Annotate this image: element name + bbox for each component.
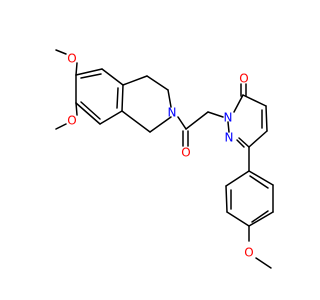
atom-labels: O O N O N N O O: [67, 52, 253, 260]
bond: [255, 257, 272, 269]
atom-label-oxygen: O: [67, 114, 76, 128]
atom-label-oxygen: O: [181, 146, 190, 160]
bond: [207, 111, 224, 118]
bond: [225, 185, 228, 213]
bond: [55, 49, 67, 55]
bond: [177, 116, 187, 130]
bond: [226, 211, 250, 227]
bond: [80, 101, 101, 120]
bond: [265, 105, 268, 132]
bond: [248, 170, 274, 186]
bond: [75, 102, 101, 125]
bond: [236, 139, 245, 148]
bond: [249, 175, 269, 189]
bond: [80, 73, 102, 79]
bond: [75, 62, 78, 76]
bond: [233, 94, 244, 113]
atom-label-oxygen: O: [244, 246, 253, 260]
bond: [116, 87, 119, 109]
bond: [99, 110, 123, 125]
bond: [75, 68, 103, 76]
bond: [251, 210, 269, 223]
bond: [167, 89, 172, 108]
background: [0, 0, 300, 300]
bond: [75, 102, 78, 116]
bond: [185, 111, 209, 130]
atom-label-nitrogen: N: [168, 106, 177, 120]
bond: [242, 94, 267, 107]
bond: [146, 75, 169, 91]
bonds: [55, 49, 274, 269]
bond: [225, 170, 250, 187]
bond: [101, 68, 124, 86]
bond: [121, 110, 151, 133]
atom-label-nitrogen: N: [225, 131, 234, 145]
bond: [121, 84, 124, 112]
atom-label-oxygen: O: [239, 72, 248, 86]
atom-label-oxygen: O: [67, 52, 76, 66]
bond: [248, 211, 274, 227]
bond: [55, 123, 67, 130]
molecule-structure: O O N O N N O O: [0, 0, 300, 300]
bond: [248, 130, 268, 148]
bond: [238, 137, 250, 148]
bond: [122, 75, 148, 86]
bond: [227, 121, 230, 133]
atom-label-nitrogen: N: [224, 111, 233, 125]
bond: [149, 116, 172, 133]
